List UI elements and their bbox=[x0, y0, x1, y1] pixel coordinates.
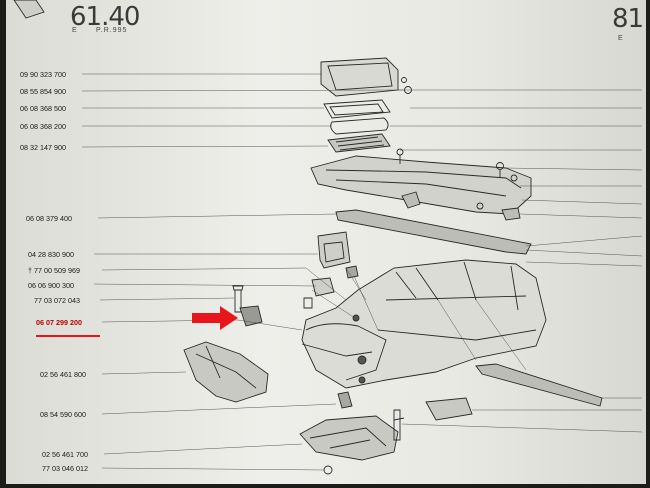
exploded-body-diagram bbox=[13, 0, 643, 475]
page-sub-left-b: P.R.995 bbox=[96, 27, 128, 34]
part-ref-8: † 77 00 509 969 bbox=[28, 266, 80, 275]
part-ref-5: 08 32 147 900 bbox=[20, 143, 66, 152]
part-ref-14: 02 56 461 700 bbox=[42, 450, 88, 459]
part-ref-2: 08 55 854 900 bbox=[20, 87, 66, 96]
part-ref-13: 08 54 590 600 bbox=[40, 410, 86, 419]
part-ref-1: 09 90 323 700 bbox=[20, 70, 66, 79]
part-ref-4: 06 08 368 200 bbox=[20, 122, 66, 131]
highlight-underline bbox=[36, 335, 100, 337]
part-ref-highlighted: 06 07 299 200 bbox=[36, 318, 82, 327]
part-ref-3: 06 08 368 500 bbox=[20, 104, 66, 113]
page-sub-left-a: E bbox=[72, 27, 78, 34]
part-ref-6: 06 08 379 400 bbox=[26, 214, 72, 223]
page-number-right: 81 bbox=[612, 4, 644, 34]
part-ref-9: 06 06 900 300 bbox=[28, 281, 74, 290]
part-ref-10: 77 03 072 043 bbox=[34, 296, 80, 305]
parts-catalog-page: 61.40 E P.R.995 81 E bbox=[6, 0, 646, 484]
part-ref-12: 02 56 461 800 bbox=[40, 370, 86, 379]
part-ref-7: 04 28 830 900 bbox=[28, 250, 74, 259]
page-sub-right: E bbox=[618, 35, 624, 42]
page-number-left: 61.40 bbox=[70, 2, 140, 32]
part-ref-15: 77 03 046 012 bbox=[42, 464, 88, 473]
red-arrow-icon bbox=[192, 306, 238, 330]
